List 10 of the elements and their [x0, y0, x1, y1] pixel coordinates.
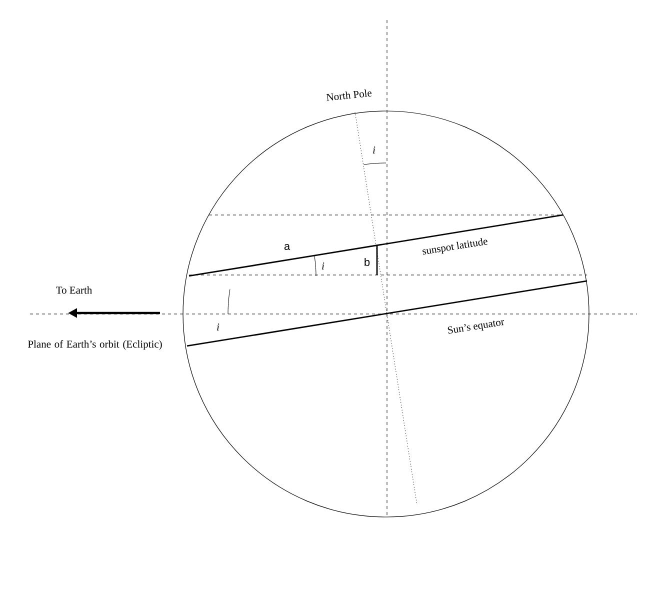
label: Plane of Earth’s orbit (Ecliptic)	[28, 340, 162, 350]
label: i	[322, 262, 324, 270]
label: i	[373, 146, 376, 154]
label: North Pole	[326, 90, 372, 101]
label: Sun’s equator	[448, 320, 504, 334]
label: b	[364, 258, 370, 266]
label: a	[284, 244, 290, 250]
label: i	[217, 324, 220, 330]
label: To Earth	[56, 286, 92, 294]
label: sunspot latitude	[422, 238, 488, 255]
